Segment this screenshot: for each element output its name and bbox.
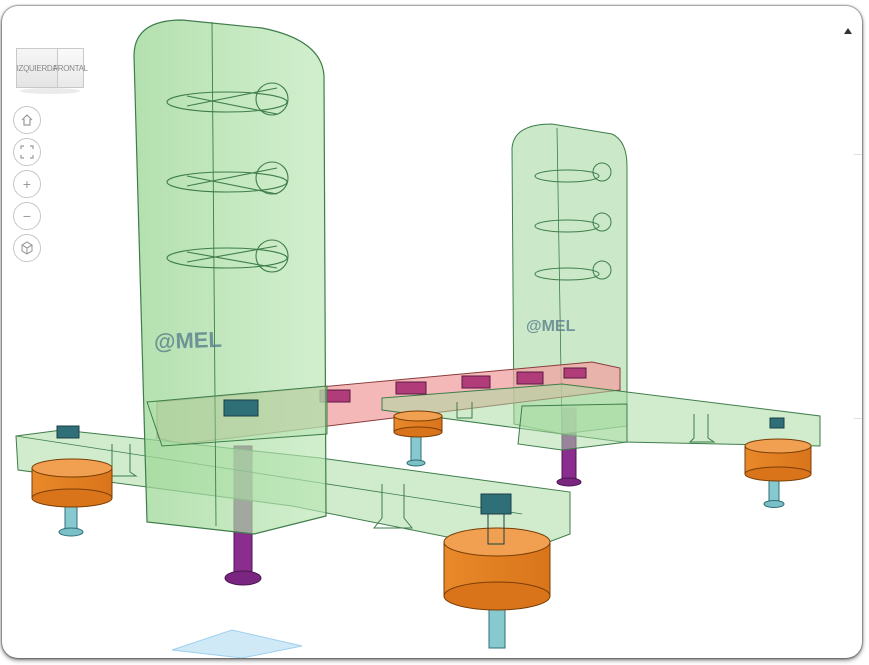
- perspective-icon: [21, 241, 33, 255]
- 3d-model-scene[interactable]: [2, 6, 862, 658]
- view-cube[interactable]: IZQUIERDA FRONTAL: [16, 40, 88, 96]
- minus-icon: −: [22, 208, 32, 224]
- nut-left-tower: [223, 399, 259, 417]
- collapse-arrow-icon[interactable]: [844, 28, 852, 34]
- zoom-out-button[interactable]: −: [13, 202, 41, 230]
- viewport[interactable]: @MEL @MEL IZQUIERDA FRONTAL + −: [2, 6, 862, 658]
- left-tower[interactable]: [133, 19, 328, 535]
- edge-marker: [854, 154, 862, 155]
- view-cube-left-face[interactable]: IZQUIERDA: [16, 48, 58, 88]
- right-tower-label: @MEL: [526, 318, 576, 335]
- plus-icon: +: [22, 176, 32, 192]
- home-icon: [21, 114, 33, 126]
- zoom-in-button[interactable]: +: [13, 170, 41, 198]
- foot-front-left: [31, 425, 113, 508]
- screw-back-right: [763, 471, 785, 508]
- right-tower[interactable]: [511, 123, 628, 435]
- home-view-button[interactable]: [13, 106, 41, 134]
- edge-marker: [854, 418, 862, 419]
- perspective-button[interactable]: [13, 234, 41, 262]
- view-cube-shadow: [20, 88, 80, 94]
- foot-mid: [393, 410, 443, 438]
- foot-front-right: [443, 493, 551, 611]
- view-cube-front-face[interactable]: FRONTAL: [53, 48, 88, 88]
- fit-view-icon: [20, 145, 34, 159]
- left-tower-label: @MEL: [153, 326, 223, 355]
- foot-back-right: [744, 417, 812, 482]
- screw-mid: [406, 430, 426, 467]
- fit-view-button[interactable]: [13, 138, 41, 166]
